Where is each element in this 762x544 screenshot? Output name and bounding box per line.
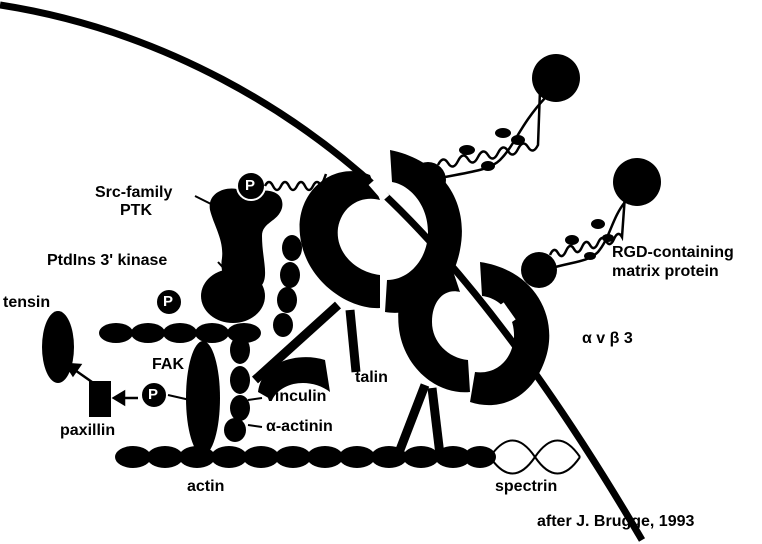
phospho-label-src: P (245, 177, 255, 195)
phospho-label-fak: P (148, 386, 158, 404)
alpha-actinin-chain (224, 336, 250, 442)
label-ptk: PTK (120, 202, 152, 220)
label-actin: actin (187, 478, 224, 496)
label-vinculin: vinculin (266, 388, 326, 406)
spectrin (490, 441, 580, 474)
label-rgd-line2: matrix protein (612, 263, 719, 281)
label-src-family: Src-family (95, 184, 172, 202)
rgd-ligand-upper (410, 54, 580, 198)
label-rgd-line1: RGD-containing (612, 244, 734, 262)
phospho-label-ptdins: P (163, 293, 173, 311)
fak-shape (186, 341, 220, 455)
label-credit: after J. Brugge, 1993 (537, 513, 694, 531)
label-fak: FAK (152, 356, 184, 374)
ptdins-kinase-shape (201, 269, 265, 323)
label-integrin: α v β 3 (582, 330, 633, 348)
label-paxillin: paxillin (60, 422, 115, 440)
label-ptdins-kinase: PtdIns 3' kinase (47, 252, 167, 270)
tensin-shape (42, 311, 74, 383)
paxillin-shape (89, 381, 111, 417)
label-talin: talin (355, 369, 388, 387)
label-alpha-actinin: α-actinin (266, 418, 333, 436)
linker-chain (273, 235, 302, 337)
label-spectrin: spectrin (495, 478, 557, 496)
label-tensin: tensin (3, 294, 50, 312)
